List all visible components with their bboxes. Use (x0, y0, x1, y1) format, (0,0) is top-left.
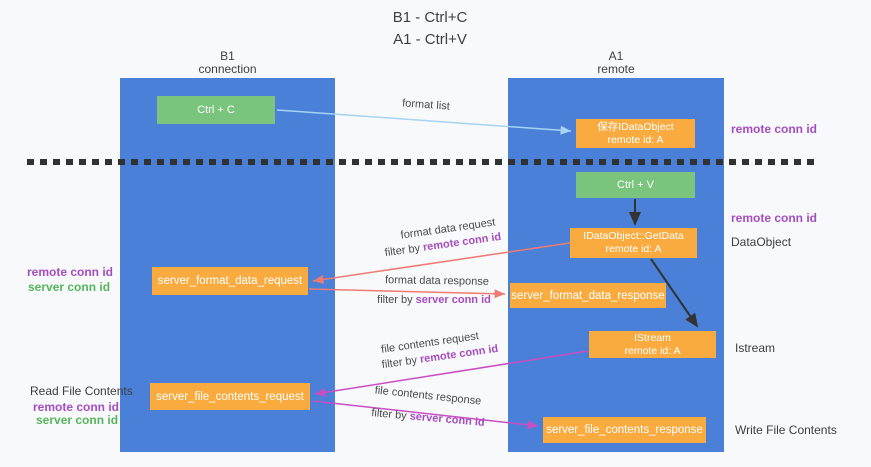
diagram-title-line2: A1 - Ctrl+V (393, 31, 467, 48)
file-contents-response-filter: filter by server conn id (348, 405, 508, 431)
ctrl-c-node: Ctrl + C (157, 96, 275, 124)
annotation-left-remote-conn-id: remote conn id (27, 265, 114, 279)
filter-by-text: filter by (370, 407, 411, 423)
file-contents-response-label: file contents response (348, 382, 508, 411)
lifeline-a1-name: A1 (608, 49, 624, 63)
istream-line1: IStream (634, 331, 671, 344)
annotation-write-file-contents: Write File Contents (735, 423, 837, 437)
getdata-line1: IDataObject::GetData (583, 230, 684, 242)
server-format-data-request-label: server_format_data_request (157, 275, 303, 287)
annotation-remote-conn-id-mid: remote conn id (731, 211, 818, 225)
save-idataobject-line1: 保存IDataObject (597, 120, 674, 133)
filter-by-text: filter by (384, 241, 424, 260)
file-contents-response-text: file contents response (374, 384, 482, 408)
session-boundary-dashed-line (27, 159, 820, 165)
annotation-istream: Istream (735, 341, 776, 355)
server-format-data-request-node: server_format_data_request (152, 267, 308, 295)
format-data-response-label: format data response (357, 274, 517, 289)
server-file-contents-request-node: server_file_contents_request (150, 383, 310, 410)
lifeline-b1-role: connection (198, 62, 257, 76)
server-format-data-response-label: server_format_data_response (511, 289, 665, 302)
annotation-left-bottom-server-conn-id: server conn id (36, 413, 119, 427)
server-conn-id-text: server conn id (415, 294, 491, 306)
idataobject-getdata-node: IDataObject::GetData remote id: A (570, 228, 697, 258)
ctrl-v-node: Ctrl + V (576, 172, 695, 198)
format-data-response-text: format data response (384, 274, 490, 288)
getdata-line2: remote id: A (605, 243, 662, 255)
save-idataobject-node: 保存IDataObject remote id: A (576, 119, 695, 148)
format-list-label: format list (361, 94, 492, 115)
filter-by-text: filter by (377, 294, 416, 306)
filter-by-text: filter by (381, 353, 421, 372)
format-list-text: format list (401, 97, 451, 113)
ctrl-v-label: Ctrl + V (617, 179, 654, 191)
istream-node: IStream remote id: A (589, 331, 716, 358)
diagram-title: B1 - Ctrl+C A1 - Ctrl+V (300, 7, 560, 51)
istream-line2: remote id: A (624, 344, 681, 357)
lifeline-b1-name: B1 (220, 49, 235, 63)
server-format-data-response-node: server_format_data_response (510, 283, 666, 308)
server-conn-id-text: server conn id (409, 410, 486, 429)
lifeline-a1-role: remote (597, 62, 635, 76)
annotation-dataobject: DataObject (731, 235, 792, 249)
format-data-response-filter: filter by server conn id (354, 294, 514, 306)
ctrl-c-label: Ctrl + C (197, 104, 235, 116)
server-file-contents-request-label: server_file_contents_request (156, 390, 304, 403)
annotation-left-bottom-remote-conn-id: remote conn id (33, 400, 120, 414)
annotation-left-server-conn-id: server conn id (28, 280, 111, 294)
lifeline-header-b1: B1 connection (120, 50, 335, 76)
save-idataobject-line2: remote id: A (607, 133, 664, 146)
annotation-remote-conn-id-top: remote conn id (731, 122, 818, 136)
lifeline-header-a1: A1 remote (508, 50, 724, 76)
server-file-contents-response-node: server_file_contents_response (543, 417, 706, 443)
annotation-read-file-contents: Read File Contents (30, 384, 133, 398)
diagram-title-line1: B1 - Ctrl+C (392, 9, 468, 26)
server-file-contents-response-label: server_file_contents_response (546, 424, 703, 436)
